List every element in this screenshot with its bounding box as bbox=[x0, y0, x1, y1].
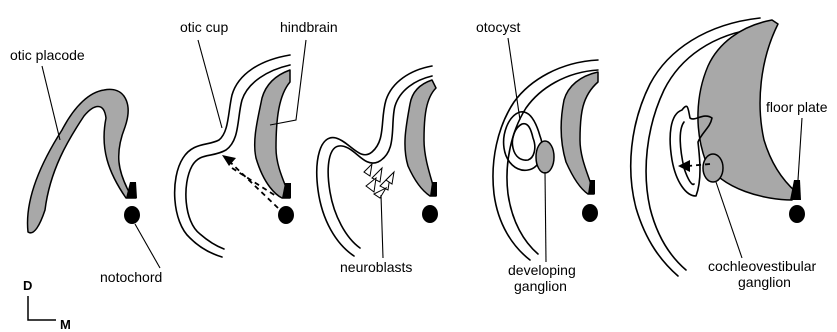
neuroblasts-leader bbox=[381, 195, 383, 258]
cochleovestibular-leader bbox=[716, 182, 742, 258]
notochord-label: notochord bbox=[100, 269, 162, 285]
stage-5-cochleovestibular: floor plate cochleovestibular ganglion bbox=[631, 18, 828, 290]
developing-ganglion-leader bbox=[545, 172, 546, 262]
notochord-2 bbox=[278, 206, 294, 224]
otic-cup-label: otic cup bbox=[180, 19, 228, 35]
axis-lines bbox=[28, 296, 56, 320]
migration-arrow-head bbox=[222, 155, 236, 166]
developing-ganglion-shape bbox=[536, 141, 554, 173]
neuroblast-cluster bbox=[364, 164, 394, 198]
otic-placode-label: otic placode bbox=[10, 47, 85, 63]
medial-label: M bbox=[60, 317, 71, 332]
otic-placode-leader bbox=[42, 66, 60, 140]
otic-cup-leader bbox=[198, 40, 222, 128]
orientation-axis: D M bbox=[23, 278, 71, 332]
stage-4-otocyst: otocyst developing ganglion bbox=[476, 19, 598, 294]
floor-plate-label: floor plate bbox=[766, 99, 828, 115]
neuroblasts-label: neuroblasts bbox=[340, 259, 412, 275]
cochleovestibular-ganglion-shape bbox=[703, 154, 723, 182]
otocyst-label: otocyst bbox=[476, 19, 520, 35]
cochleovestibular-label-1: cochleovestibular bbox=[708, 258, 817, 274]
cochleovestibular-label-2: ganglion bbox=[738, 274, 791, 290]
notochord-leader bbox=[135, 224, 160, 268]
stage-2-otic-cup: otic cup hindbrain bbox=[175, 19, 338, 257]
dorsal-label: D bbox=[23, 278, 32, 293]
placode-neural-tube bbox=[28, 89, 136, 232]
stage-1-placode: otic placode notochord bbox=[10, 47, 162, 285]
developing-ganglion-label-2: ganglion bbox=[514, 278, 567, 294]
developing-ganglion-label-1: developing bbox=[508, 262, 576, 278]
oto-neural-tube bbox=[561, 72, 598, 194]
hindbrain-label: hindbrain bbox=[280, 19, 338, 35]
otocyst-lumen bbox=[512, 124, 534, 160]
notochord-4 bbox=[582, 204, 598, 222]
nb-neural-tube bbox=[405, 80, 436, 196]
notochord-5 bbox=[789, 205, 805, 223]
notochord-3 bbox=[422, 205, 438, 223]
cv-vesicle-inner bbox=[680, 122, 694, 184]
notochord-1 bbox=[124, 206, 140, 224]
cup-neural-tube bbox=[255, 70, 290, 198]
floor-plate-leader bbox=[798, 118, 802, 180]
stage-3-neuroblasts: neuroblasts bbox=[317, 66, 438, 275]
